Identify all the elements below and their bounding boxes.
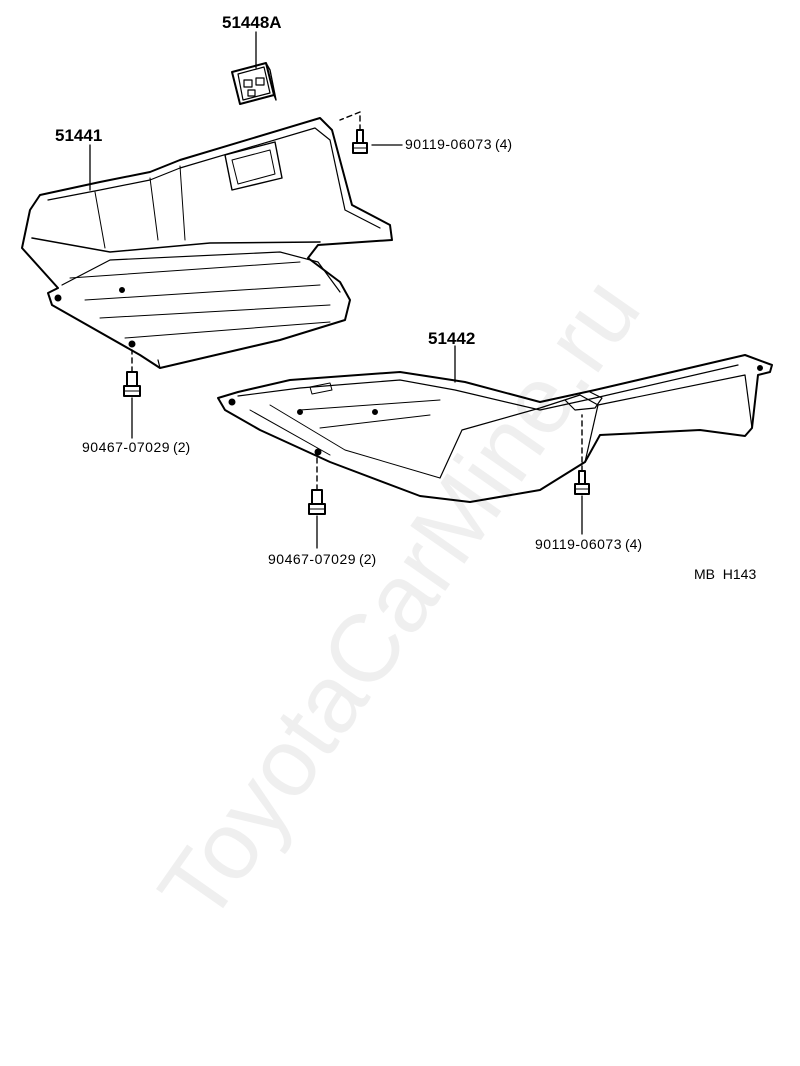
bolt-90119-upper-drawing xyxy=(352,129,368,154)
leader-lines xyxy=(89,31,583,549)
fastener-qty: (2) xyxy=(173,439,191,455)
part-number-51442: 51442 xyxy=(428,329,476,348)
part-number-51441: 51441 xyxy=(55,126,103,145)
clip-90467-left-drawing xyxy=(123,371,141,397)
diagram-code: MB H143 xyxy=(694,566,757,582)
fastener-qty: (4) xyxy=(624,536,643,552)
fastener-code: 90467-07029 xyxy=(268,551,357,567)
front-undercover-51441-drawing xyxy=(21,117,393,369)
part-number-51448a: 51448A xyxy=(222,13,282,32)
bolt-90119-lower-drawing xyxy=(574,470,590,495)
fastener-code: 90467-07029 xyxy=(82,439,171,455)
clip-90467-center-drawing xyxy=(308,489,326,515)
fastener-label-bolt-upper: 90119-06073(4) xyxy=(405,137,512,151)
fastener-qty: (2) xyxy=(359,551,377,567)
installation-guide-lines xyxy=(131,111,583,491)
fastener-qty: (4) xyxy=(494,136,513,152)
fastener-label-clip-left: 90467-07029(2) xyxy=(82,440,190,454)
fastener-label-clip-center: 90467-07029(2) xyxy=(268,552,376,566)
fastener-code: 90119-06073 xyxy=(535,536,622,552)
fastener-code: 90119-06073 xyxy=(405,136,492,152)
rear-undercover-51442-drawing xyxy=(217,354,773,503)
fastener-label-bolt-lower: 90119-06073(4) xyxy=(535,537,642,551)
bracket-51448a-drawing xyxy=(231,62,277,105)
